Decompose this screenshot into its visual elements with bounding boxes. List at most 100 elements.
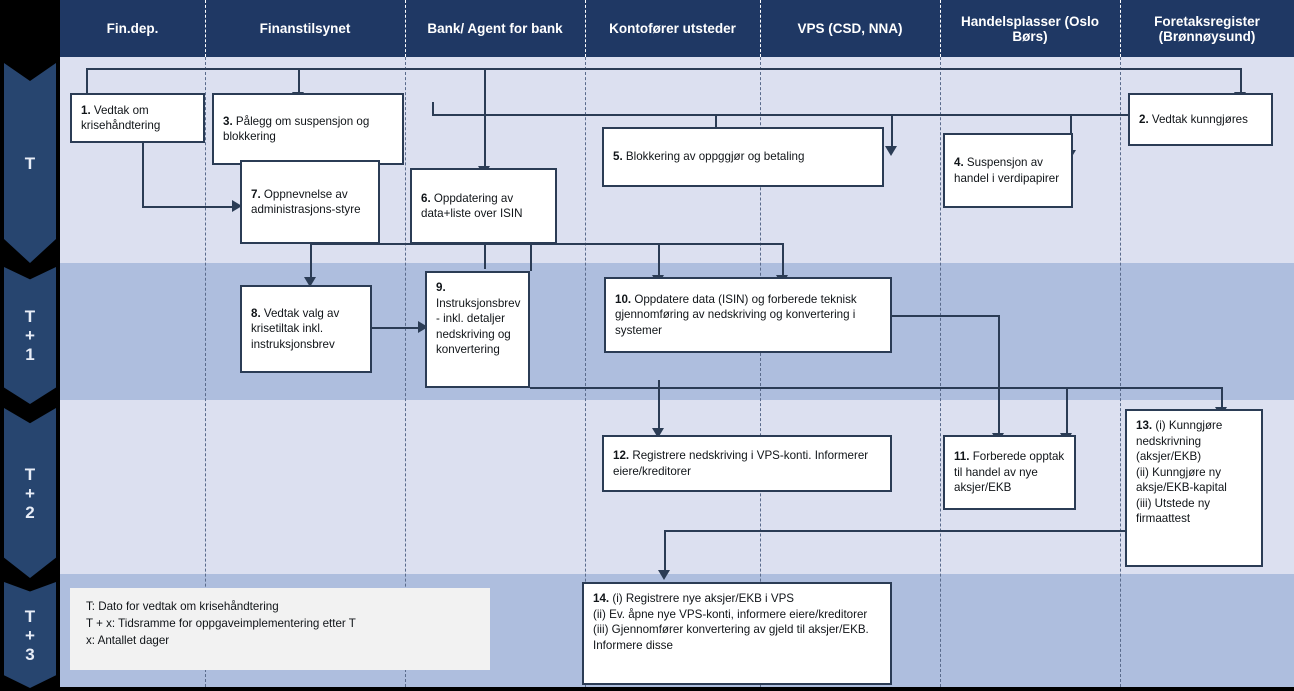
timeline-label: T — [24, 464, 36, 484]
lane-divider — [760, 0, 761, 57]
step-box-2[interactable]: 2. Vedtak kunngjøres — [1128, 93, 1273, 146]
connector-7-down — [310, 244, 313, 279]
connector-10-right-down — [998, 315, 1001, 435]
arrowhead-to-9 — [418, 321, 428, 333]
step-box-8[interactable]: 8. Vedtak valg av krisetiltak inkl. inst… — [240, 285, 372, 373]
step-text: Oppdatering av data+liste over ISIN — [421, 191, 523, 221]
connector-10-to-12 — [658, 380, 661, 430]
connector-11-bus — [998, 387, 1068, 390]
arrowhead-to-5b — [885, 146, 897, 156]
step-box-12[interactable]: 12. Registrere nedskriving i VPS-konti. … — [602, 435, 892, 492]
connector-top-bus — [86, 68, 1242, 71]
lane-label: VPS (CSD, NNA) — [797, 21, 903, 36]
timeline-label: + — [25, 326, 35, 345]
lane-divider — [205, 0, 206, 57]
step-number: 8. — [251, 306, 261, 320]
arrowhead-to-14 — [658, 570, 670, 580]
step-number: 12. — [613, 449, 630, 462]
step-box-6[interactable]: 6. Oppdatering av data+liste over ISIN — [410, 168, 557, 244]
connector-to-9 — [530, 243, 533, 271]
step-box-4[interactable]: 4. Suspensjon av handel i verdipapirer — [943, 133, 1073, 208]
flowchart-canvas: 1. Vedtak om krisehåndtering 3. Pålegg o… — [60, 57, 1294, 687]
legend-line: T: Dato for vedtak om krisehåndtering — [86, 600, 279, 613]
lane-divider — [405, 0, 406, 57]
connector-to-6 — [484, 68, 487, 168]
step-text: Forberede opptak til handel av nye aksje… — [954, 450, 1065, 495]
connector-to-10a — [658, 243, 661, 277]
step-text: (i) Registrere nye aksjer/EKB i VPS (ii)… — [593, 592, 869, 652]
arrowhead-to-7 — [232, 200, 242, 212]
connector-6-down — [484, 244, 487, 269]
step-text: Suspensjon av handel i verdipapirer — [954, 156, 1060, 185]
step-box-14[interactable]: 14. (i) Registrere nye aksjer/EKB i VPS … — [582, 582, 892, 685]
legend-box: T: Dato for vedtak om krisehåndtering T … — [70, 588, 490, 670]
step-text: Instruksjonsbrev - inkl. detaljer nedskr… — [436, 296, 521, 357]
lane-divider — [940, 0, 941, 57]
legend-line: T + x: Tidsramme for oppgaveimplementeri… — [86, 617, 356, 630]
connector-to-10b — [782, 243, 785, 277]
connector-9-to-13-bus — [530, 387, 1223, 390]
step-text: Pålegg om suspensjon og blokkering — [223, 114, 370, 144]
timeline-chevron-t2: T + 2 — [4, 408, 56, 578]
step-box-7[interactable]: 7. Oppnevnelse av administrasjons-styre — [240, 160, 380, 244]
step-text: Vedtak om krisehåndtering — [81, 103, 161, 133]
step-number: 1. — [81, 103, 91, 117]
legend-line: x: Antallet dager — [86, 634, 170, 647]
connector-to-3 — [298, 68, 301, 94]
column-divider — [585, 57, 586, 687]
column-divider — [760, 57, 761, 687]
step-text: Oppdatere data (ISIN) og forberede tekni… — [615, 292, 857, 337]
step-box-10[interactable]: 10. Oppdatere data (ISIN) og forberede t… — [604, 277, 892, 353]
step-text: Vedtak kunngjøres — [1148, 112, 1248, 126]
column-divider — [405, 57, 406, 687]
timeline-chevron-t3: T + 3 — [4, 582, 56, 688]
connector-9-to-13-down — [1221, 387, 1224, 409]
lane-label: Handelsplasser (Oslo Børs) — [960, 13, 1100, 44]
swimlane-header: Fin.dep. Finanstilsynet Bank/ Agent for … — [60, 0, 1294, 57]
connector-3-bus — [432, 114, 1212, 117]
step-box-5[interactable]: 5. Blokkering av oppggjør og betaling — [602, 127, 884, 187]
column-divider — [205, 57, 206, 687]
step-text: (i) Kunngjøre nedskrivning (aksjer/EKB) … — [1136, 419, 1227, 525]
lane-header-vps: VPS (CSD, NNA) — [760, 0, 940, 57]
lane-label: Finanstilsynet — [259, 21, 351, 36]
step-box-9[interactable]: 9. Instruksjonsbrev - inkl. detaljer ned… — [425, 271, 530, 388]
step-text: Registrere nedskriving i VPS-konti. Info… — [613, 449, 869, 478]
step-box-13[interactable]: 13. (i) Kunngjøre nedskrivning (aksjer/E… — [1125, 409, 1263, 567]
connector-to-2 — [1240, 68, 1243, 94]
timeline-label: T — [24, 153, 36, 173]
lane-header-kontofoerer: Kontofører utsteder — [585, 0, 760, 57]
step-number: 14. — [593, 592, 610, 605]
connector-13-to-14-down — [664, 530, 667, 572]
timeline-label: T — [24, 606, 36, 626]
connector-3-bus-left — [432, 102, 435, 116]
timeline-label: + — [25, 625, 35, 645]
lane-header-handelsplasser: Handelsplasser (Oslo Børs) — [940, 0, 1120, 57]
step-box-3[interactable]: 3. Pålegg om suspensjon og blokkering — [212, 93, 404, 165]
lane-divider — [585, 0, 586, 57]
step-number: 9. — [436, 281, 446, 294]
step-number: 13. — [1136, 419, 1153, 432]
step-number: 2. — [1139, 112, 1149, 126]
step-text: Oppnevnelse av administrasjons-styre — [251, 187, 361, 217]
connector-13-to-14-bus — [664, 530, 1221, 533]
timeline-label: T — [24, 307, 36, 326]
connector-6-bus-right — [484, 243, 784, 246]
connector-3-to-5b — [891, 114, 894, 148]
step-text: Vedtak valg av krisetiltak inkl. instruk… — [251, 306, 340, 351]
step-number: 10. — [615, 292, 632, 306]
timeline-label: 3 — [25, 644, 35, 664]
lane-label: Foretaksregister (Brønnøysund) — [1154, 13, 1260, 44]
step-number: 3. — [223, 114, 233, 128]
lane-label: Bank/ Agent for bank — [427, 21, 563, 36]
timeline-chevron-t1: T + 1 — [4, 267, 56, 404]
step-box-11[interactable]: 11. Forberede opptak til handel av nye a… — [943, 435, 1076, 510]
column-divider — [1120, 57, 1121, 687]
lane-header-fin-dep: Fin.dep. — [60, 0, 205, 57]
connector-8-to-9 — [372, 327, 420, 330]
connector-10-right — [892, 315, 1000, 318]
arrowhead-to-8 — [304, 277, 316, 287]
timeline-chevron-t: T — [4, 63, 56, 263]
step-box-1[interactable]: 1. Vedtak om krisehåndtering — [70, 93, 205, 143]
